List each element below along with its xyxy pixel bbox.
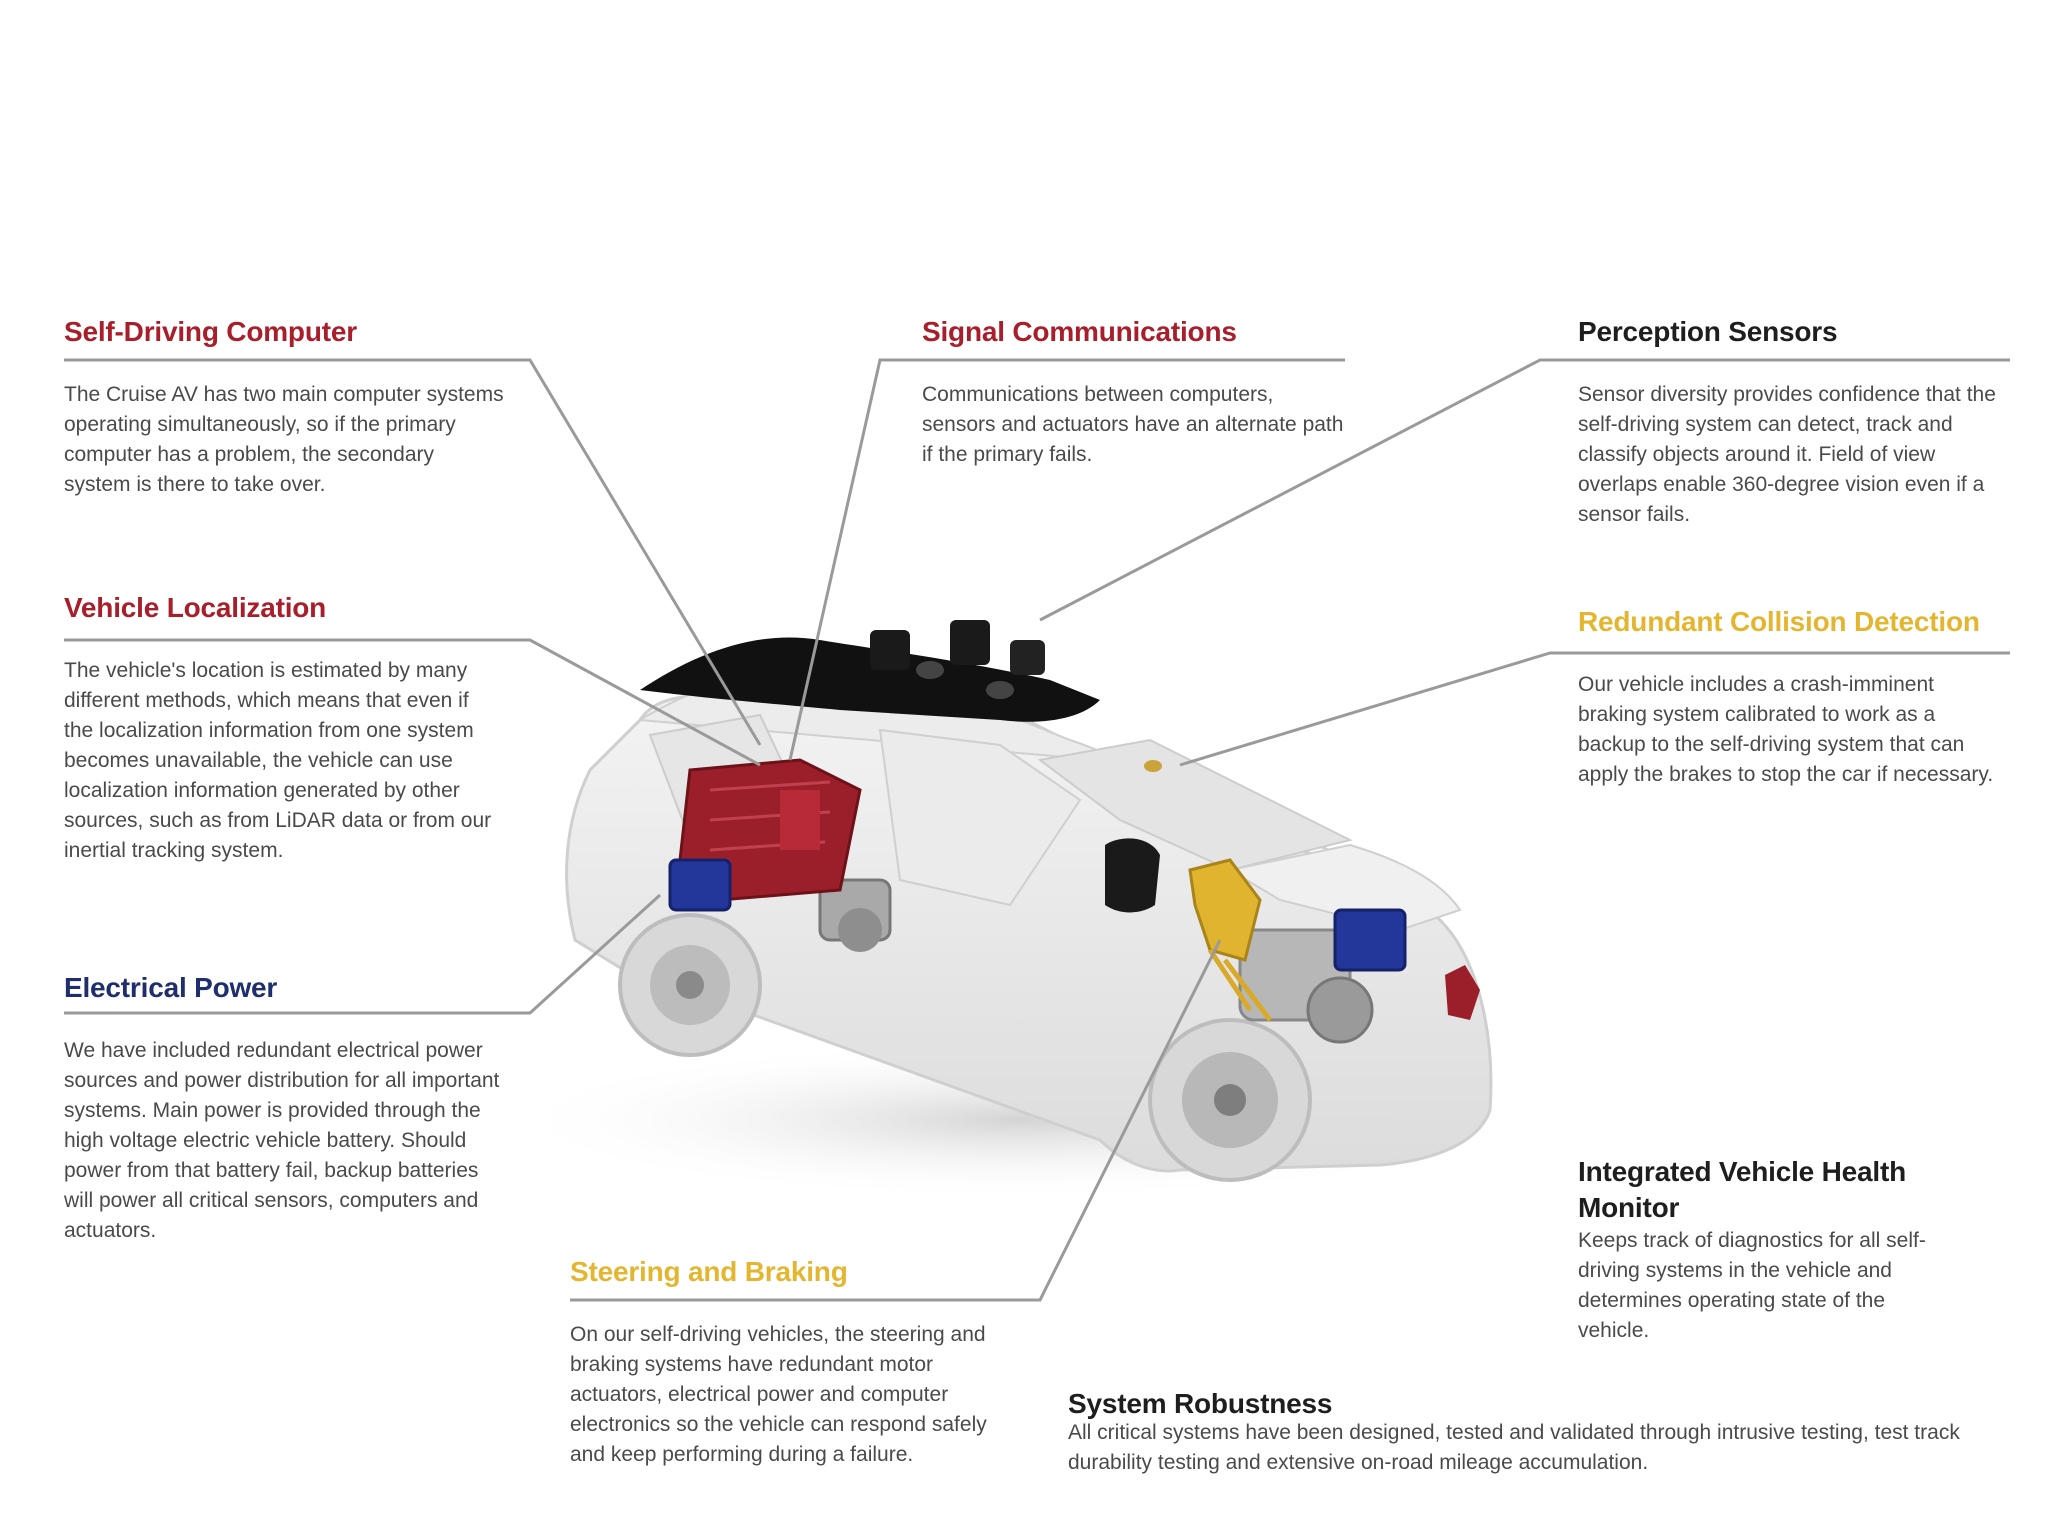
- front-wheel: [1148, 1018, 1312, 1182]
- car-illustration: [500, 620, 1540, 1200]
- rear-battery-unit: [668, 858, 732, 912]
- front-red-component: [1445, 965, 1480, 1020]
- self-driving-computer-body: The Cruise AV has two main computer syst…: [64, 383, 504, 496]
- leader-redundant-collision: [1179, 651, 2010, 767]
- callout-system-robustness: System Robustness All critical systems h…: [1068, 1386, 1988, 1478]
- leader-self-driving-computer: [64, 358, 762, 746]
- integrated-vehicle-health-monitor-body: Keeps track of diagnostics for all self-…: [1578, 1229, 1926, 1342]
- rear-drivetrain: [818, 878, 892, 952]
- leader-signal-communications: [788, 358, 1345, 761]
- signal-communications-title: Signal Communications: [922, 316, 1237, 347]
- vehicle-localization-title: Vehicle Localization: [64, 592, 327, 623]
- front-motor: [1238, 928, 1374, 1044]
- system-robustness-body: All critical systems have been designed,…: [1068, 1421, 1960, 1474]
- callout-electrical-power: Electrical Power We have included redund…: [64, 970, 504, 1246]
- callout-self-driving-computer: Self-Driving Computer The Cruise AV has …: [64, 314, 504, 500]
- callout-vehicle-localization: Vehicle Localization The vehicle's locat…: [64, 590, 494, 866]
- steering-and-braking-title: Steering and Braking: [570, 1256, 848, 1287]
- leader-steering-braking: [570, 939, 1222, 1302]
- callout-perception-sensors: Perception Sensors Sensor diversity prov…: [1578, 314, 2018, 530]
- integrated-vehicle-health-monitor-title: Integrated Vehicle Health Monitor: [1578, 1156, 1906, 1223]
- callout-integrated-vehicle-health-monitor: Integrated Vehicle Health Monitor Keeps …: [1578, 1154, 1958, 1346]
- rear-wheel: [618, 913, 762, 1057]
- collision-sensor: [1144, 760, 1162, 772]
- redundant-collision-detection-body: Our vehicle includes a crash-imminent br…: [1578, 673, 1994, 786]
- vehicle-localization-body: The vehicle's location is estimated by m…: [64, 659, 492, 862]
- steering-braking-unit: [1188, 858, 1272, 1022]
- electrical-power-title: Electrical Power: [64, 972, 278, 1003]
- windshield: [1037, 738, 1353, 872]
- callout-signal-communications: Signal Communications Communications bet…: [922, 314, 1352, 470]
- side-mirror: [1105, 838, 1160, 913]
- leader-perception-sensors: [1039, 358, 2010, 622]
- callout-redundant-collision-detection: Redundant Collision Detection Our vehicl…: [1578, 604, 2008, 790]
- perception-sensors-body: Sensor diversity provides confidence tha…: [1578, 383, 1996, 526]
- perception-sensors-title: Perception Sensors: [1578, 316, 1838, 347]
- callout-steering-and-braking: Steering and Braking On our self-driving…: [570, 1254, 1000, 1470]
- signal-communications-body: Communications between computers, sensor…: [922, 383, 1344, 466]
- roof-sensor-rack: [640, 620, 1100, 722]
- leader-electrical-power: [64, 893, 662, 1015]
- system-robustness-title: System Robustness: [1068, 1388, 1333, 1419]
- steering-and-braking-body: On our self-driving vehicles, the steeri…: [570, 1323, 987, 1466]
- self-driving-computer-title: Self-Driving Computer: [64, 316, 357, 347]
- leader-lines: [64, 358, 2010, 1302]
- leader-vehicle-localization: [64, 638, 761, 767]
- electrical-power-body: We have included redundant electrical po…: [64, 1039, 500, 1242]
- redundant-collision-detection-title: Redundant Collision Detection: [1578, 606, 1980, 637]
- side-window-front: [878, 728, 1082, 907]
- hood: [1227, 843, 1462, 932]
- front-battery-unit: [1333, 908, 1407, 972]
